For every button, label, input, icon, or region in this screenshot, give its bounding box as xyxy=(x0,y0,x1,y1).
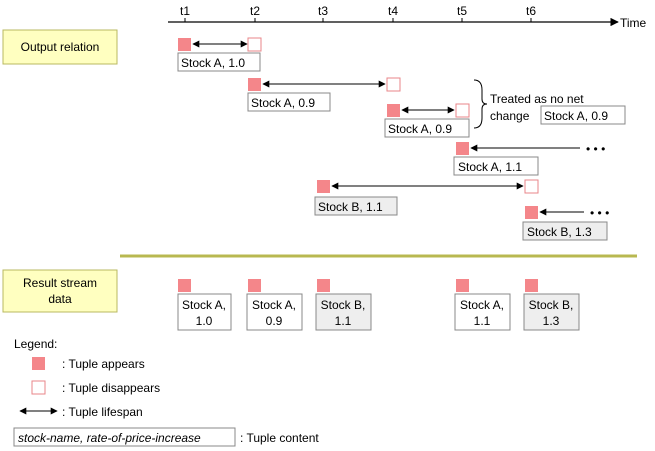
result-item-box xyxy=(454,293,511,331)
tick-label-t1: t1 xyxy=(180,4,190,18)
result-appears-icon xyxy=(317,279,330,292)
tick-label-t2: t2 xyxy=(250,4,260,18)
tick-label-t4: t4 xyxy=(388,4,398,18)
result-appears-icon xyxy=(178,279,191,292)
annotation-tuple-box xyxy=(540,105,626,125)
tuple-appears-icon xyxy=(525,206,538,219)
tick-label-t5: t5 xyxy=(457,4,467,18)
output-relation-label: Output relation xyxy=(21,40,100,54)
annotation-tuple-label: Stock A, 0.9 xyxy=(544,109,608,123)
tick-label-t6: t6 xyxy=(526,4,536,18)
tuple-box xyxy=(177,52,261,72)
legend-lifespan-label: : Tuple lifespan xyxy=(62,405,143,419)
tuple-appears-icon xyxy=(317,180,330,193)
tuple-appears-icon xyxy=(248,78,261,91)
result-item-line-1: Stock A, xyxy=(252,298,296,312)
legend-appears-icon xyxy=(32,357,45,370)
result-item-line-1: Stock B, xyxy=(321,298,366,312)
legend-content-box xyxy=(13,427,236,447)
tuple-label: Stock A, 1.0 xyxy=(181,56,245,70)
tuple-label: Stock B, 1.3 xyxy=(527,225,592,239)
tick-label-t3: t3 xyxy=(318,4,328,18)
tuple-disappears-icon xyxy=(247,37,262,52)
tuple-appears-icon xyxy=(456,142,469,155)
legend-disappears-icon xyxy=(31,380,46,395)
result-item-box xyxy=(315,293,372,331)
annotation-brace xyxy=(473,79,488,129)
tuple-label: Stock A, 0.9 xyxy=(388,122,452,136)
result-item-box xyxy=(246,293,303,331)
legend-disappears-label: : Tuple disappears xyxy=(62,381,160,395)
annotation-line-1: Treated as no net xyxy=(490,92,584,106)
tuple-box xyxy=(247,92,331,112)
result-appears-icon xyxy=(248,279,261,292)
result-appears-icon xyxy=(456,279,469,292)
tuple-box xyxy=(384,118,470,138)
result-appears-icon xyxy=(525,279,538,292)
result-item-line-2: 0.9 xyxy=(266,314,283,328)
tuple-label: Stock A, 1.1 xyxy=(458,160,522,174)
tuple-appears-icon xyxy=(178,38,191,51)
result-stream-label-line-1: Result stream xyxy=(23,276,97,290)
tick-marks xyxy=(184,18,532,22)
time-axis-label: Time xyxy=(620,16,647,30)
legend-appears-label: : Tuple appears xyxy=(62,357,145,371)
result-item-line-1: Stock A, xyxy=(460,298,504,312)
result-item-line-2: 1.0 xyxy=(196,314,213,328)
tuple-label: Stock A, 0.9 xyxy=(251,96,315,110)
result-item-box xyxy=(523,293,580,331)
result-item-line-1: Stock A, xyxy=(182,298,226,312)
legend-title: Legend: xyxy=(14,337,57,351)
tuple-disappears-icon xyxy=(386,77,401,92)
result-item-line-2: 1.3 xyxy=(543,314,560,328)
legend-content-label: : Tuple content xyxy=(240,431,319,445)
result-item-line-2: 1.1 xyxy=(474,314,491,328)
tuple-box xyxy=(522,221,608,241)
result-stream-label-line-2: data xyxy=(48,292,72,306)
tuple-box xyxy=(314,196,398,216)
tuple-disappears-icon xyxy=(455,103,470,118)
legend-content-example: stock-name, rate-of-price-increase xyxy=(18,431,201,445)
annotation-line-2: change xyxy=(490,109,530,123)
result-stream-label-box xyxy=(2,269,118,313)
result-item-line-2: 1.1 xyxy=(335,314,352,328)
result-item-line-1: Stock B, xyxy=(529,298,574,312)
tuple-appears-icon xyxy=(387,104,400,117)
tuple-disappears-icon xyxy=(524,179,539,194)
result-item-box xyxy=(177,293,232,331)
tuple-label: Stock B, 1.1 xyxy=(318,200,383,214)
continuation-dots: • • • xyxy=(590,206,609,220)
tuple-box xyxy=(453,156,539,176)
continuation-dots: • • • xyxy=(586,142,605,156)
output-relation-label-box xyxy=(2,29,118,65)
